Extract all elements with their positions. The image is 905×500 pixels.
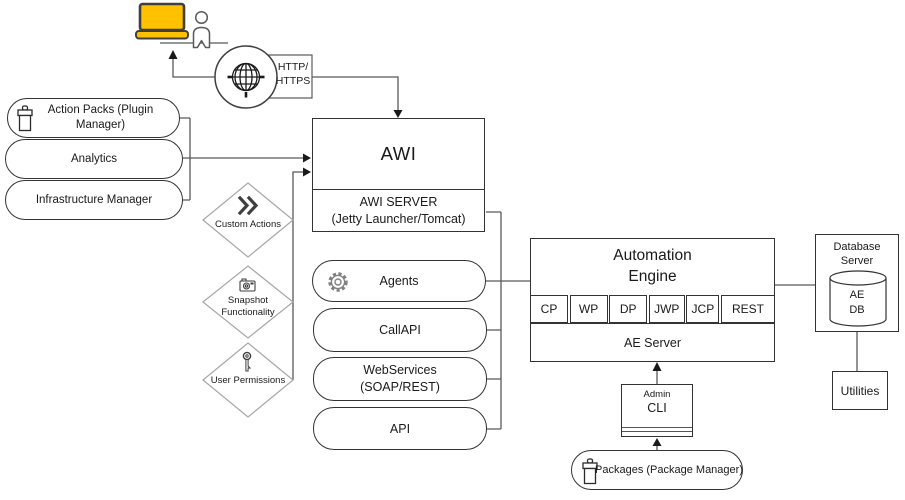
custom-actions-diamond [202, 182, 294, 258]
gear-icon [328, 272, 348, 292]
webservices-label: WebServices (SOAP/REST) [360, 363, 440, 394]
automation-engine-title: Automation Engine [613, 247, 692, 285]
agents-node: Agents [312, 260, 486, 302]
api-node: API [313, 407, 487, 450]
ae-process-cp: CP [530, 295, 568, 323]
ae-process-wp: WP [569, 295, 608, 323]
double-chevron-icon [237, 195, 259, 216]
callapi-node: CallAPI [313, 308, 487, 352]
custom-actions-label: Custom Actions [215, 219, 281, 230]
ae-process-rest: REST [720, 295, 775, 323]
awi-server: AWI SERVER (Jetty Launcher/Tomcat) [313, 189, 484, 231]
api-label: API [389, 421, 411, 436]
ae-process-dp: DP [609, 295, 648, 323]
admin-cli-node: Admin CLI [621, 384, 693, 437]
analytics-label: Analytics [70, 153, 118, 165]
action-packs-node: Action Packs (Plugin Manager) [7, 98, 180, 138]
ae-process-jcp: JCP [686, 295, 720, 323]
automation-engine-node: Automation Engine CP WP DP JWP JCP REST … [530, 238, 775, 362]
awi-title: AWI [380, 143, 417, 164]
ae-process-jwp: JWP [648, 295, 685, 323]
callapi-label: CallAPI [379, 323, 421, 337]
snapshot-diamond [202, 265, 294, 339]
user-icon [192, 10, 211, 49]
cli-slot-line-2 [622, 431, 692, 432]
ae-db-label: AE DB [849, 289, 865, 316]
webservices-node: WebServices (SOAP/REST) [313, 357, 487, 401]
awi-node: AWI AWI SERVER (Jetty Launcher/Tomcat) [312, 118, 485, 232]
laptop-icon [135, 2, 189, 40]
package-icon [582, 458, 598, 485]
packages-node: Packages (Package Manager) [571, 450, 743, 490]
http-label: HTTP/ HTTPS [275, 61, 311, 87]
key-icon [242, 351, 252, 372]
infrastructure-manager-node: Infrastructure Manager [5, 180, 183, 220]
database-server-node: Database Server AE DB [815, 234, 899, 332]
admin-cli-label: Admin CLI [643, 389, 671, 415]
camera-icon [239, 278, 256, 292]
infrastructure-manager-label: Infrastructure Manager [35, 194, 153, 206]
snapshot-label: Snapshot Functionality [221, 295, 275, 318]
utilities-node: Utilities [832, 371, 888, 410]
user-permissions-label: User Permissions [210, 375, 286, 386]
user-permissions-diamond [202, 342, 294, 418]
database-cylinder-icon [829, 270, 887, 327]
arrowheads [168, 50, 662, 446]
package-icon [17, 105, 33, 132]
globe-icon [214, 45, 278, 109]
ae-server-label: AE Server [531, 323, 774, 361]
ae-process-row: CP WP DP JWP JCP REST [530, 295, 775, 323]
analytics-node: Analytics [5, 139, 183, 179]
action-packs-label: Action Packs (Plugin Manager) [47, 104, 154, 131]
agents-label: Agents [379, 274, 419, 288]
cli-slot-line [622, 427, 692, 428]
database-server-title: Database Server [833, 241, 881, 267]
packages-label: Packages (Package Manager) [595, 464, 743, 476]
utilities-label: Utilities [840, 383, 880, 398]
